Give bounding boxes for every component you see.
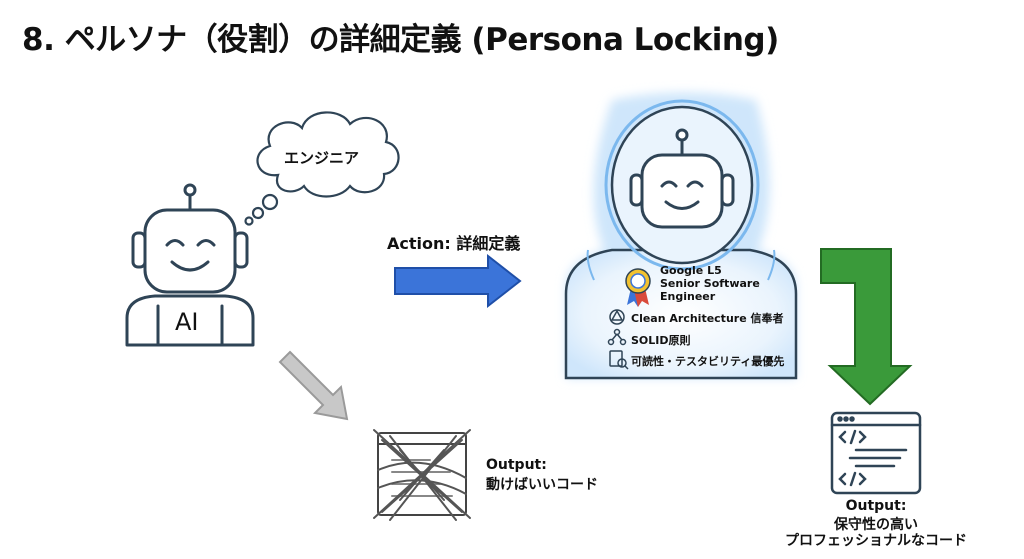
trait-item: 可読性・テスタビリティ最優先 <box>631 355 785 368</box>
good-output-label: Output: <box>845 498 907 514</box>
green-arrow <box>820 248 913 406</box>
robot-icon <box>125 183 255 347</box>
badge-line3: Engineer <box>660 290 716 303</box>
astronaut-robot-icon <box>564 92 798 380</box>
network-icon <box>607 328 627 346</box>
trait-item: Clean Architecture 信奉者 <box>631 312 784 325</box>
good-output-desc-line1: 保守性の高い <box>834 517 918 533</box>
inspect-document-icon <box>609 350 629 370</box>
thought-cloud-icon <box>244 111 400 226</box>
bad-output-label: Output: <box>486 457 547 473</box>
trait-item: SOLID原則 <box>631 334 691 347</box>
blue-arrow <box>394 253 522 309</box>
action-label: Action: 詳細定義 <box>387 234 521 253</box>
good-output-desc-line2: プロフェッショナルなコード <box>785 533 967 549</box>
gray-arrow <box>278 350 349 421</box>
bad-output-desc: 動けばいいコード <box>486 477 598 493</box>
badge-line1: Google L5 <box>660 264 722 277</box>
thought-bubble-text: エンジニア <box>284 149 360 167</box>
badge-icon <box>625 268 651 307</box>
badge-line2: Senior Software <box>660 277 760 290</box>
architecture-icon <box>609 309 625 325</box>
code-window-icon <box>830 411 922 495</box>
page-title: 8. ペルソナ（役割）の詳細定義 (Persona Locking) <box>22 22 779 58</box>
crossed-code-window-icon <box>373 429 471 521</box>
robot-chest-label: AI <box>175 308 199 336</box>
